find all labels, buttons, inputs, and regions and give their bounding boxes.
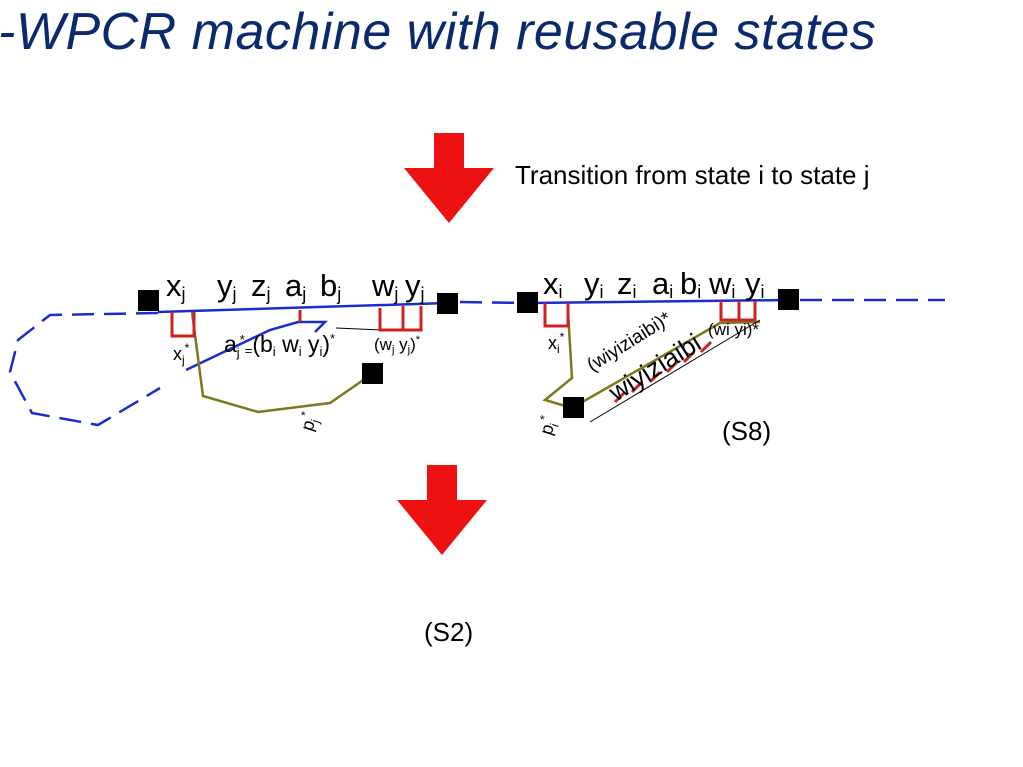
left-sequence: xj yj zj aj bj wj yj <box>166 268 425 304</box>
right-sequence: xi yi zi ai bi wi yi <box>543 266 765 302</box>
state-square <box>362 363 383 384</box>
track-left <box>157 301 449 314</box>
state-square <box>563 397 584 418</box>
down-arrow-top <box>404 133 494 223</box>
svg-text:bj: bj <box>320 268 341 304</box>
s8-label: (S8) <box>722 416 771 446</box>
svg-text:ai: ai <box>652 266 673 302</box>
thin-line-left <box>335 327 383 331</box>
xj-star-label: xj* <box>173 341 190 367</box>
tick-marks-right <box>543 301 757 404</box>
svg-text:yj: yj <box>405 268 425 304</box>
track-right <box>529 298 791 305</box>
svg-text:wi: wi <box>708 266 735 302</box>
wiyi-star-label: (wi yi)* <box>708 320 759 339</box>
svg-text:zj: zj <box>251 268 271 304</box>
slide-title: R-WPCR machine with reusable states <box>0 3 877 61</box>
olive-path-right <box>542 311 761 410</box>
svg-text:wj: wj <box>371 268 398 304</box>
svg-text:yi: yi <box>745 266 765 302</box>
wjyj-star-label: (wj yj)* <box>374 334 421 356</box>
transition-label: Transition from state i to state j <box>515 160 870 190</box>
s2-label: (S2) <box>424 617 473 647</box>
state-square <box>517 292 538 313</box>
pi-star-label: pi* <box>533 413 563 438</box>
svg-text:yj: yj <box>217 268 237 304</box>
tick-marks-left <box>170 306 423 338</box>
svg-text:xi: xi <box>543 266 563 302</box>
svg-text:aj: aj <box>285 268 306 304</box>
state-square <box>778 289 799 310</box>
thin-line-right <box>589 319 761 423</box>
down-arrow-bottom <box>397 465 487 555</box>
xi-star-label: xi* <box>548 330 565 356</box>
olive-path-left <box>190 311 373 414</box>
svg-text:yi: yi <box>584 266 604 302</box>
svg-text:xj: xj <box>166 268 186 304</box>
state-square <box>138 290 159 311</box>
state-square <box>437 293 458 314</box>
track-left-diagonal <box>185 320 329 372</box>
aj-equation: aj*=(bi wi yi)* <box>224 331 335 360</box>
pj-star-label: pj* <box>294 409 324 434</box>
svg-text:zi: zi <box>617 266 637 302</box>
svg-text:bi: bi <box>680 266 701 302</box>
dashed-link-middle <box>459 300 529 305</box>
dashed-loop-left <box>8 311 161 427</box>
